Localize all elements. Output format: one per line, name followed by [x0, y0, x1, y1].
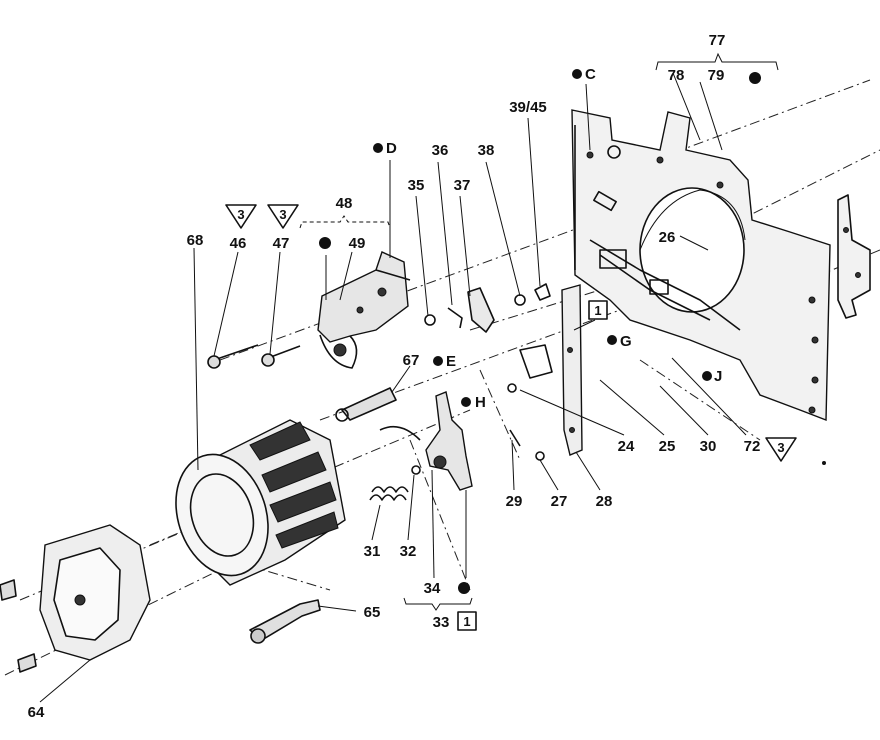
dot-c — [572, 69, 582, 79]
dot-34 — [458, 582, 470, 594]
callout-47: 47 — [273, 235, 290, 252]
screws-46-47 — [207, 344, 301, 369]
triangle-badge-47-text: 3 — [279, 207, 286, 222]
callout-49: 49 — [349, 235, 366, 252]
callout-38: 38 — [478, 142, 495, 159]
callout-labels: 77 78 79 39/45 C D 36 38 35 37 48 49 46 … — [28, 32, 761, 721]
spring-31 — [369, 486, 409, 501]
box-badge-plate: 1 — [588, 300, 608, 320]
box-badge-33-text: 1 — [463, 614, 470, 629]
callout-29: 29 — [506, 493, 523, 510]
bracket-assembly-48 — [317, 251, 411, 369]
callout-64: 64 — [28, 704, 45, 721]
callout-27: 27 — [551, 493, 568, 510]
triangle-badge-72-text: 3 — [777, 440, 784, 455]
callout-31: 31 — [364, 543, 381, 560]
callout-79: 79 — [708, 67, 725, 84]
leader-lines — [39, 72, 747, 703]
callout-65: 65 — [364, 604, 381, 621]
arm-65 — [249, 599, 321, 644]
callout-h: H — [475, 394, 486, 411]
box-badge-plate-text: 1 — [594, 303, 601, 318]
callout-28: 28 — [596, 493, 613, 510]
callout-26: 26 — [659, 229, 676, 246]
callout-36: 36 — [432, 142, 449, 159]
dot-h — [461, 397, 471, 407]
callout-37: 37 — [454, 177, 471, 194]
triangle-badge-72: 3 — [765, 437, 797, 462]
main-frame-plate — [571, 109, 831, 422]
front-cover — [0, 524, 151, 673]
callout-68: 68 — [187, 232, 204, 249]
group-braces — [299, 52, 779, 611]
triangle-badge-46-text: 3 — [237, 207, 244, 222]
callout-d: D — [386, 140, 397, 157]
triangle-badge-46: 3 — [225, 204, 257, 229]
sub-plate — [519, 284, 583, 456]
callout-g: G — [620, 333, 632, 350]
dot-d — [373, 143, 383, 153]
callout-72: 72 — [744, 438, 761, 455]
callout-34: 34 — [424, 580, 441, 597]
callout-j: J — [714, 368, 722, 385]
callout-48: 48 — [336, 195, 353, 212]
triangle-badge-47: 3 — [267, 204, 299, 229]
box-badge-33: 1 — [457, 611, 477, 631]
callout-77: 77 — [709, 32, 726, 49]
cylinder-housing — [175, 419, 346, 586]
right-bracket — [837, 194, 871, 319]
callout-33: 33 — [433, 614, 450, 631]
callout-35: 35 — [408, 177, 425, 194]
callout-e: E — [446, 353, 456, 370]
callout-32: 32 — [400, 543, 417, 560]
callout-24: 24 — [618, 438, 635, 455]
dot-49 — [319, 237, 331, 249]
callout-78: 78 — [668, 67, 685, 84]
callout-67: 67 — [403, 352, 420, 369]
dot-j — [702, 371, 712, 381]
dot-stray — [822, 461, 826, 465]
callout-39-45: 39/45 — [509, 99, 547, 116]
lever-assembly — [379, 383, 545, 491]
rod-67 — [335, 387, 397, 422]
dot-g — [607, 335, 617, 345]
triangle-badges: 3 3 3 — [225, 204, 797, 462]
dot-79 — [749, 72, 761, 84]
callout-46: 46 — [230, 235, 247, 252]
small-parts-cluster — [424, 283, 551, 333]
callout-c: C — [585, 66, 596, 83]
dot-e — [433, 356, 443, 366]
callout-30: 30 — [700, 438, 717, 455]
reference-dots — [319, 69, 826, 594]
callout-25: 25 — [659, 438, 676, 455]
box-badges: 1 1 — [457, 300, 608, 631]
